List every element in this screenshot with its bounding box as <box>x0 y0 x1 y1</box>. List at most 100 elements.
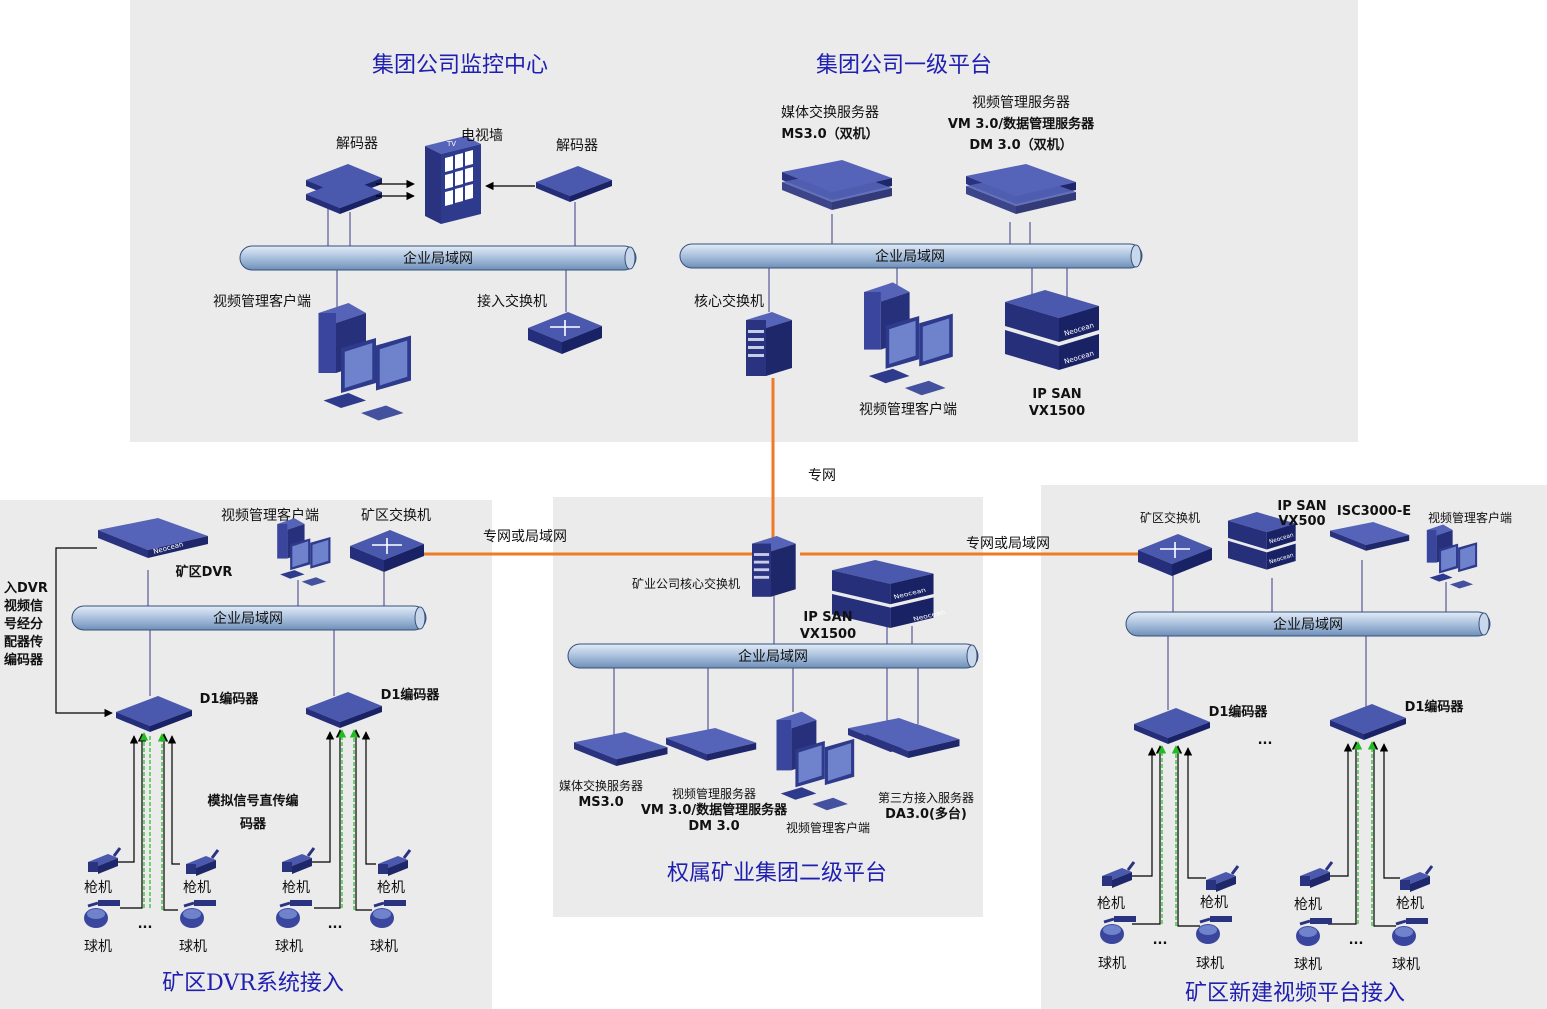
gun-camera-label: 枪机 <box>1097 895 1125 912</box>
group-level1-platform-title: 集团公司一级平台 <box>816 53 992 78</box>
third-party-label-2: DA3.0(多台) <box>885 806 967 822</box>
ellipsis: ... <box>1349 933 1364 948</box>
dvr-mine-switch-label: 矿区交换机 <box>361 507 431 524</box>
tv-wall-label: 电视墙 <box>461 128 503 144</box>
second-client-label: 视频管理客户端 <box>786 820 870 835</box>
second-media-label-1: 媒体交换服务器 <box>559 778 643 793</box>
top-left-lan-bus: 企业局域网 <box>239 245 637 271</box>
gun-camera-label: 枪机 <box>1200 894 1228 911</box>
dvr-encoder-2-label: D1编码器 <box>381 687 441 703</box>
vm-server-label-3: DM 3.0（双机） <box>969 137 1072 153</box>
side-note-line: 配器传 <box>4 634 43 650</box>
analog-note-1: 模拟信号直传编 <box>207 793 298 809</box>
media-server-label-1: 媒体交换服务器 <box>781 104 879 121</box>
vm-server-label-1: 视频管理服务器 <box>972 95 1070 111</box>
isc-label: ISC3000-E <box>1337 504 1411 519</box>
dvr-access-title: 矿区DVR系统接入 <box>162 971 344 996</box>
second-wires <box>613 596 919 740</box>
second-vm-label-3: DM 3.0 <box>688 819 739 834</box>
ipsan-new-model: VX500 <box>1278 514 1325 529</box>
dome-camera-label: 球机 <box>1196 956 1224 972</box>
new-mine-switch-label: 矿区交换机 <box>1140 510 1200 525</box>
dome-camera-label: 球机 <box>84 939 112 955</box>
dvr-client-label: 视频管理客户端 <box>221 507 319 524</box>
ipsan-top: Neocean Neocean <box>1005 290 1099 370</box>
mining-core-switch <box>752 536 796 597</box>
new-encoder-2-label: D1编码器 <box>1405 699 1465 715</box>
vm-server-label-2: VM 3.0/数据管理服务器 <box>948 116 1095 132</box>
ipsan-second-name: IP SAN <box>803 610 852 625</box>
side-note-line: 号经分 <box>4 616 43 632</box>
ellipsis: ... <box>328 917 343 932</box>
gun-camera-label: 枪机 <box>282 879 310 896</box>
access-switch-label: 接入交换机 <box>477 293 547 310</box>
new-encoder-1-label: D1编码器 <box>1209 704 1269 720</box>
new-left-camera-arrows <box>1130 745 1206 927</box>
gun-camera-label: 枪机 <box>183 879 211 896</box>
ipsan-top-model: VX1500 <box>1029 404 1085 419</box>
dome-camera-label: 球机 <box>1294 957 1322 973</box>
dvr-panel <box>0 500 492 1009</box>
decoder-right-label: 解码器 <box>556 138 598 154</box>
dvr-wires <box>147 570 385 696</box>
ipsan-top-name: IP SAN <box>1032 387 1081 402</box>
gun-camera-label: 枪机 <box>1396 895 1424 912</box>
media-server-label-2: MS3.0（双机） <box>781 126 878 142</box>
top-right-client-label: 视频管理客户端 <box>859 401 957 418</box>
dvr-lan-bus: 企业局域网 <box>71 605 427 631</box>
second-media-label-2: MS3.0 <box>578 795 623 810</box>
gun-camera-label: 枪机 <box>84 879 112 896</box>
top-right-wires <box>768 214 1068 312</box>
dvr-to-encoder-arrow <box>55 547 113 718</box>
special-or-lan-label-left: 专网或局域网 <box>483 529 567 545</box>
ellipsis: ... <box>1153 933 1168 948</box>
bus-label: 企业局域网 <box>738 648 808 665</box>
newbuild-access-title: 矿区新建视频平台接入 <box>1185 981 1405 1006</box>
dome-camera-label: 球机 <box>1392 957 1420 973</box>
dvr-encoder-1-label: D1编码器 <box>200 691 260 707</box>
bus-label: 企业局域网 <box>213 610 283 627</box>
special-or-lan-label-right: 专网或局域网 <box>966 536 1050 552</box>
dome-camera-label: 球机 <box>370 939 398 955</box>
decoder-left-label: 解码器 <box>336 136 378 152</box>
top-left-wires <box>327 202 576 312</box>
side-note-line: 编码器 <box>4 652 44 668</box>
side-note-line: 入DVR <box>4 581 48 596</box>
new-right-camera-arrows <box>1326 741 1400 927</box>
core-switch-label: 核心交换机 <box>694 293 764 310</box>
group-monitoring-center-title: 集团公司监控中心 <box>372 53 548 78</box>
dvr-left-camera-arrows <box>118 732 180 911</box>
dvr-right-camera-arrows <box>310 729 376 911</box>
top-right-lan-bus: 企业局域网 <box>679 243 1143 269</box>
gun-camera-label: 枪机 <box>377 879 405 896</box>
side-note-line: 视频信 <box>4 598 43 614</box>
second-vm-label-2: VM 3.0/数据管理服务器 <box>641 802 788 818</box>
special-net-label: 专网 <box>808 468 836 484</box>
dome-camera-label: 球机 <box>179 939 207 955</box>
ellipsis: ... <box>138 917 153 932</box>
bus-label: 企业局域网 <box>403 250 473 267</box>
new-wires <box>1167 560 1447 710</box>
bus-label: 企业局域网 <box>1273 616 1343 633</box>
bus-label: 企业局域网 <box>875 248 945 265</box>
tv-wall: TV <box>425 136 481 224</box>
dome-camera-label: 球机 <box>1098 956 1126 972</box>
mine-dvr-label: 矿区DVR <box>176 564 233 580</box>
ipsan-new-name: IP SAN <box>1277 499 1326 514</box>
analog-note-2: 码器 <box>240 817 267 832</box>
second-lan-bus: 企业局域网 <box>567 643 979 669</box>
ipsan-second-model: VX1500 <box>800 627 856 642</box>
dome-camera-label: 球机 <box>275 939 303 955</box>
new-lan-bus: 企业局域网 <box>1125 611 1491 637</box>
top-panel <box>130 0 1358 442</box>
top-left-client-label: 视频管理客户端 <box>213 293 311 310</box>
dvr-side-note: 入DVR 视频信 号经分 配器传 编码器 <box>4 581 48 668</box>
second-level-platform-title: 权属矿业集团二级平台 <box>667 861 887 886</box>
new-client-label: 视频管理客户端 <box>1428 510 1512 525</box>
core-switch <box>746 312 792 376</box>
mining-core-switch-label: 矿业公司核心交换机 <box>632 576 740 591</box>
ellipsis: ... <box>1258 733 1273 748</box>
second-vm-label-1: 视频管理服务器 <box>672 786 756 801</box>
tv-text: TV <box>446 140 456 148</box>
third-party-label-1: 第三方接入服务器 <box>878 790 974 805</box>
